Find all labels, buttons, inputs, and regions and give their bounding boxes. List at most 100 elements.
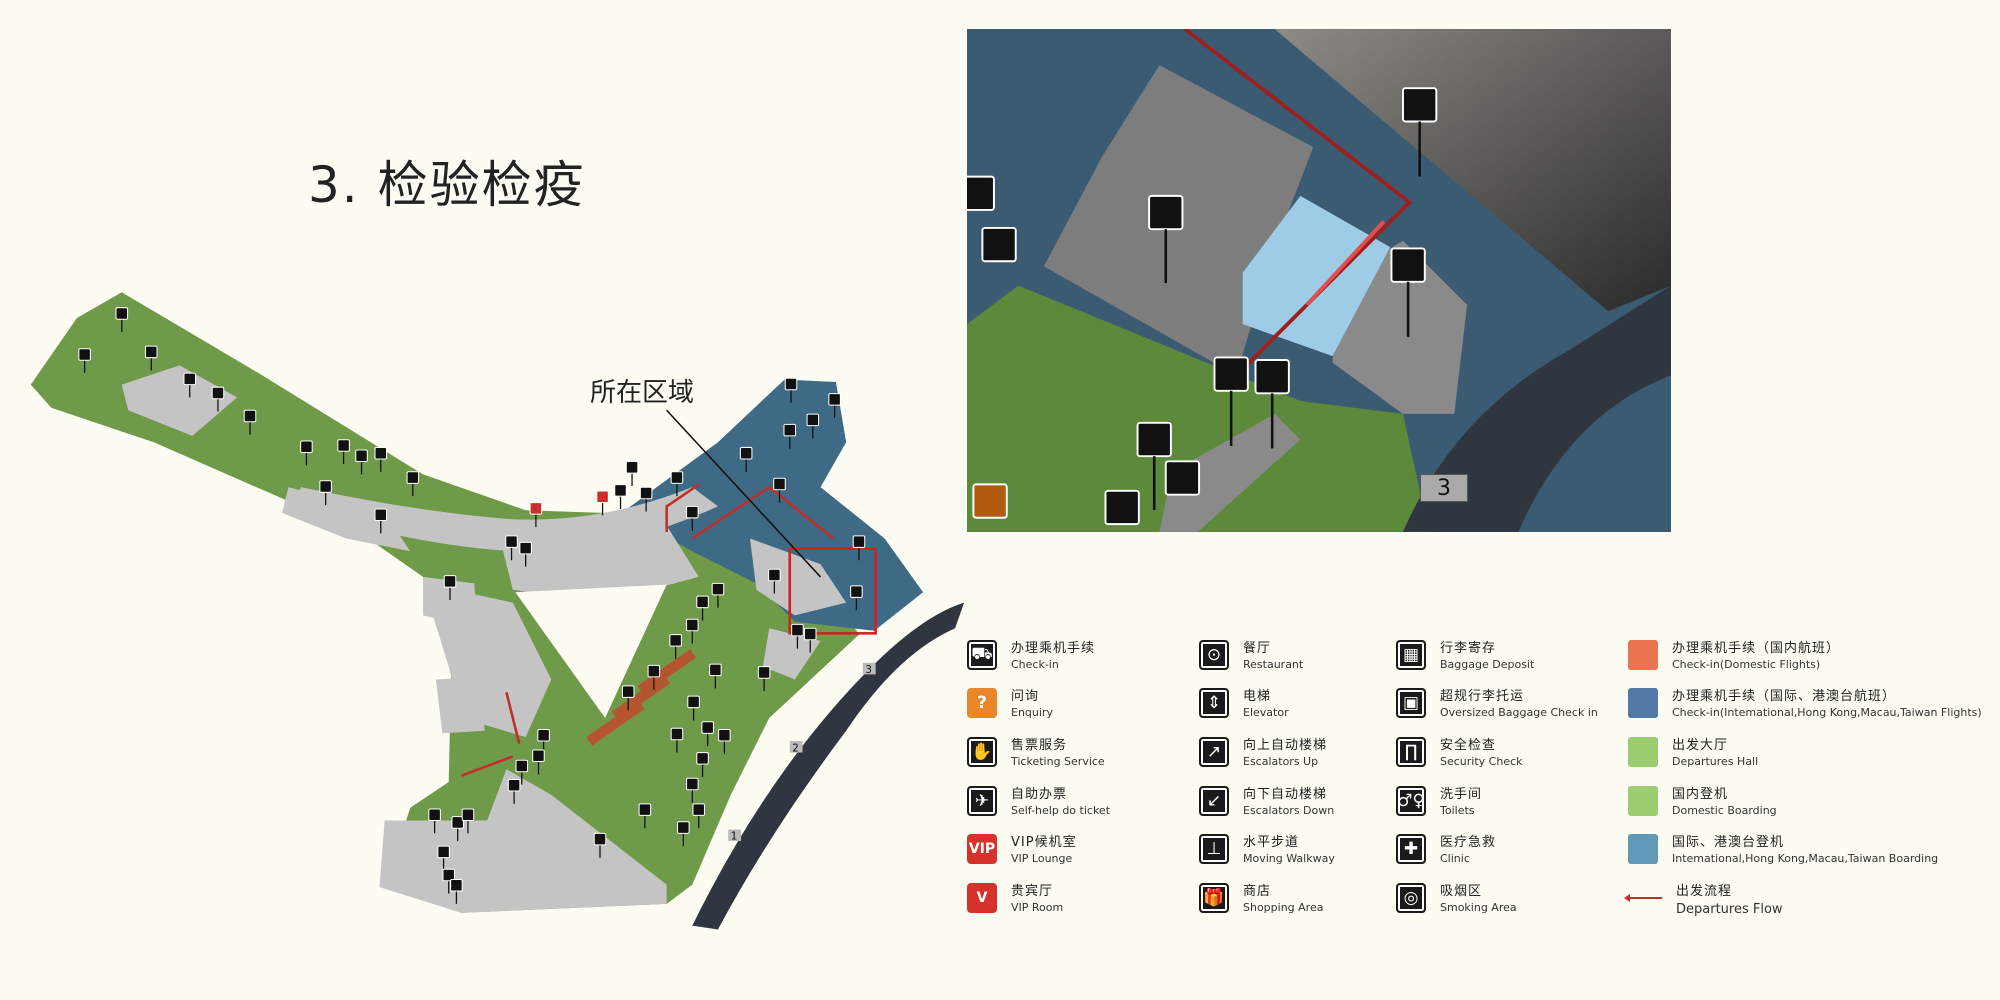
legend-label-en: Moving Walkway	[1243, 851, 1335, 865]
map-signpost	[709, 663, 722, 689]
legend-item: ▦ 行李寄存 Baggage Deposit	[1396, 640, 1534, 672]
inset-green-area	[967, 285, 1429, 532]
map-signpost	[686, 618, 699, 644]
legend-item: VIP VIP候机室 VIP Lounge	[967, 834, 1077, 866]
legend-label-zh: 水平步道	[1243, 835, 1300, 850]
self-help-ticket-icon: ✈	[967, 786, 997, 816]
legend-item: ⛟ 办理乘机手续 Check-in	[967, 640, 1095, 672]
map-signpost	[183, 372, 197, 398]
check-in-icon: ⛟	[967, 640, 997, 670]
inset-road-number: 3	[1420, 474, 1468, 502]
shopping-icon: 🎁	[1199, 883, 1229, 913]
map-signpost	[718, 728, 731, 754]
legend-item: ⇕ 电梯 Elevator	[1199, 688, 1289, 720]
courtyard	[515, 584, 667, 718]
legend-label-en: Domestic Boarding	[1672, 803, 1777, 817]
legend-label-en: Baggage Deposit	[1440, 657, 1535, 671]
color-swatch	[1628, 786, 1658, 816]
road-number: 3	[865, 664, 872, 676]
legend-area-item: 国际、港澳台登机 Intemational,Hong Kong,Macau,Ta…	[1628, 834, 1938, 866]
legend-label-zh: 贵宾厅	[1011, 884, 1054, 899]
legend-area-item: 办理乘机手续（国内航班） Check-in(Domestic Flights)	[1628, 640, 1840, 672]
map-signpost	[406, 471, 420, 497]
map-signpost	[374, 508, 388, 534]
legend-label-zh: 向上自动楼梯	[1243, 738, 1328, 753]
legend-label-zh: 医疗急救	[1440, 835, 1497, 850]
legend-label-en: Escalators Down	[1243, 803, 1335, 817]
legend-area-item: 办理乘机手续（国际、港澳台航班） Check-in(Intemational,H…	[1628, 688, 1982, 720]
inset-road	[1402, 285, 1671, 532]
legend-label-zh: 洗手间	[1440, 787, 1483, 802]
current-area-label: 所在区域	[590, 378, 695, 408]
legend-item: V 贵宾厅 VIP Room	[967, 883, 1063, 915]
map-signpost	[505, 535, 518, 561]
escalator-up-icon: ↗	[1199, 737, 1229, 767]
detail-inset-map: 3	[967, 29, 1671, 532]
check-in-counters	[586, 649, 696, 746]
map-signpost	[300, 440, 313, 466]
flow-arrow-icon	[1624, 894, 1662, 902]
legend-item: ⊥ 水平步道 Moving Walkway	[1199, 834, 1335, 866]
map-signpost	[614, 484, 627, 509]
map-signpost	[806, 413, 820, 439]
map-signpost	[739, 446, 753, 472]
map-signpost	[243, 409, 257, 435]
map-signpost	[443, 575, 457, 600]
legend-label-zh: 办理乘机手续	[1011, 641, 1096, 656]
map-signpost	[638, 803, 652, 829]
building	[750, 538, 847, 616]
map-signpost	[696, 595, 709, 621]
map-signpost	[784, 377, 798, 403]
map-signpost	[515, 759, 529, 785]
color-swatch	[1628, 688, 1658, 718]
map-signpost	[711, 582, 725, 608]
legend-label-en: Toilets	[1440, 803, 1475, 817]
map-signpost	[791, 623, 804, 649]
legend-label-en: Enquiry	[1011, 705, 1053, 719]
legend-label-zh: 办理乘机手续（国内航班）	[1672, 641, 1841, 656]
map-signpost	[621, 685, 635, 711]
legend-area-item: 出发大厅 Departures Hall	[1628, 737, 1758, 769]
legend-label-zh: 出发大厅	[1672, 738, 1729, 753]
legend-label-en: Clinic	[1440, 851, 1470, 865]
legend-label-en: Security Check	[1440, 754, 1523, 768]
building	[762, 628, 821, 680]
legend-label-zh: 餐厅	[1243, 641, 1272, 656]
oversized-baggage-icon: ▣	[1396, 688, 1426, 718]
legend-label-en: Ticketing Service	[1011, 754, 1105, 768]
map-signpost	[647, 664, 661, 690]
legend-item: ✋ 售票服务 Ticketing Service	[967, 737, 1105, 769]
legend-label-en: Intemational,Hong Kong,Macau,Taiwan Boar…	[1672, 851, 1939, 865]
map-signpost	[450, 878, 463, 904]
building	[282, 487, 411, 552]
legend-label-zh: 吸烟区	[1440, 884, 1483, 899]
map-signpost	[828, 393, 841, 418]
inset-light-blue	[1242, 195, 1391, 357]
map-signpost	[692, 803, 705, 829]
security-check-icon: ∏	[1396, 737, 1426, 767]
legend-label-zh: 电梯	[1243, 689, 1272, 704]
map-signpost	[507, 778, 521, 804]
legend-label-en: Shopping Area	[1243, 900, 1324, 914]
smoking-icon: ◎	[1396, 883, 1426, 913]
road-number: 2	[792, 742, 799, 754]
clinic-icon: ✚	[1396, 834, 1426, 864]
map-signpost	[696, 752, 709, 777]
map-signpost	[428, 808, 441, 834]
color-swatch	[1628, 640, 1658, 670]
legend-label-zh: 问询	[1011, 689, 1040, 704]
legend-label-zh: 售票服务	[1011, 738, 1068, 753]
map-signpost	[374, 446, 388, 472]
moving-walkway-icon: ⊥	[1199, 834, 1229, 864]
map-signpost	[677, 821, 690, 847]
map-signpost	[687, 695, 700, 721]
legend-flow-item: 出发流程 Departures Flow	[1624, 883, 1783, 918]
legend-label-zh: 出发流程	[1676, 884, 1733, 899]
legend-label-en: Check-in	[1011, 657, 1059, 671]
corridor	[500, 525, 699, 603]
map-signpost	[529, 502, 543, 527]
map-signpost	[783, 423, 797, 449]
map-base	[30, 292, 965, 930]
callout-line	[666, 409, 822, 578]
map-signpost	[803, 627, 817, 653]
